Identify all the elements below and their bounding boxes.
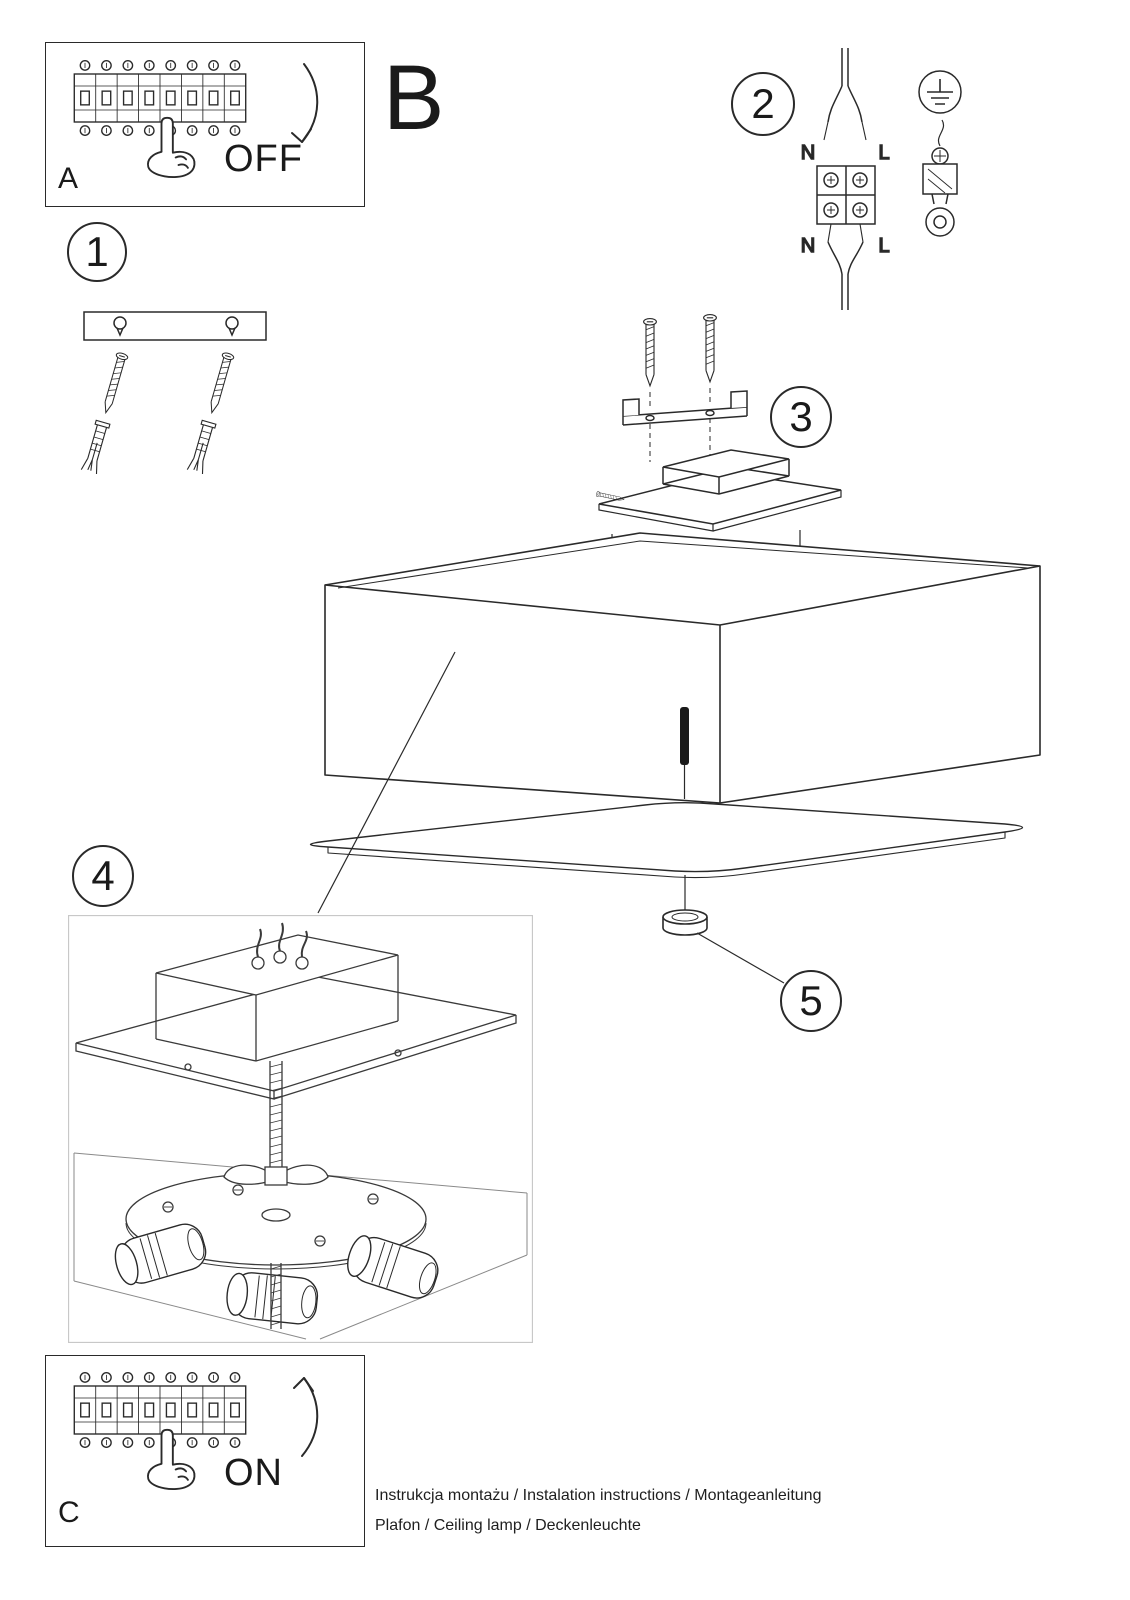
finial-cap-icon (662, 909, 708, 936)
lamp-rod (680, 707, 689, 765)
breaker-off-illustration (73, 60, 319, 179)
mains-wire-icon (823, 48, 867, 141)
on-state-label: ON (224, 1452, 283, 1494)
internal-assembly-detail (68, 915, 533, 1343)
step-1-badge: 1 (67, 222, 127, 282)
panel-c-label: C (58, 1496, 80, 1529)
lamp-assembly-illustration (309, 532, 1041, 984)
circuit-breaker-icon (73, 60, 247, 136)
cable-glands (251, 922, 309, 970)
lamp-wire-icon (827, 223, 864, 310)
drilling-step-illustration (80, 311, 267, 475)
diffuser-outline (309, 802, 1024, 879)
breaker-on-illustration (73, 1372, 319, 1491)
terminal-block-icon (816, 165, 876, 225)
step-2-badge: 2 (731, 72, 795, 136)
section-b-label: B (383, 47, 445, 149)
terminal-label-l-top: L (878, 142, 889, 164)
footer-title-line1: Instrukcja montażu / Instalation instruc… (375, 1487, 822, 1504)
guide-lines (649, 388, 711, 462)
screw-icon (642, 317, 658, 387)
earth-symbol-icon (918, 70, 962, 114)
ceiling-canopy-icon (598, 449, 842, 532)
lamp-socket-icon (224, 1269, 320, 1327)
power-off-box (45, 42, 365, 207)
mounting-bracket-icon (622, 390, 748, 426)
junction-box (155, 922, 399, 1062)
bracket-step-illustration (595, 313, 842, 556)
canopy-plate (75, 976, 517, 1100)
terminal-label-n-top: N (801, 142, 815, 164)
screw-anchor-icon (186, 351, 236, 475)
wing-nut-icon (223, 1164, 329, 1186)
screw-icon (702, 313, 718, 383)
mounting-strip-icon (83, 311, 267, 341)
ground-clamp-icon (922, 119, 958, 237)
pointing-hand-icon (147, 116, 196, 179)
rod-lower (270, 1263, 282, 1329)
leader-line-step5 (696, 932, 785, 984)
footer-title-line2: Plafon / Ceiling lamp / Deckenleuchte (375, 1517, 641, 1534)
lamp-socket-icon (109, 1219, 211, 1290)
step-3-badge: 3 (770, 386, 832, 448)
screw-anchor-icon (80, 351, 130, 475)
pointing-hand-icon (147, 1428, 196, 1491)
circuit-breaker-icon (73, 1372, 247, 1448)
panel-a-label: A (58, 162, 79, 195)
off-state-label: OFF (224, 138, 303, 180)
terminal-label-n-bottom: N (801, 235, 815, 257)
wiring-diagram: N L N L (800, 48, 962, 310)
lamp-shade-outline (324, 532, 1041, 804)
leader-line-step4 (317, 651, 456, 914)
threaded-rod (269, 1061, 283, 1167)
terminal-label-l-bottom: L (878, 235, 889, 257)
step-5-badge: 5 (780, 970, 842, 1032)
arrow-up-icon (293, 1377, 319, 1457)
step-4-badge: 4 (72, 845, 134, 907)
arrow-down-icon (291, 63, 319, 143)
